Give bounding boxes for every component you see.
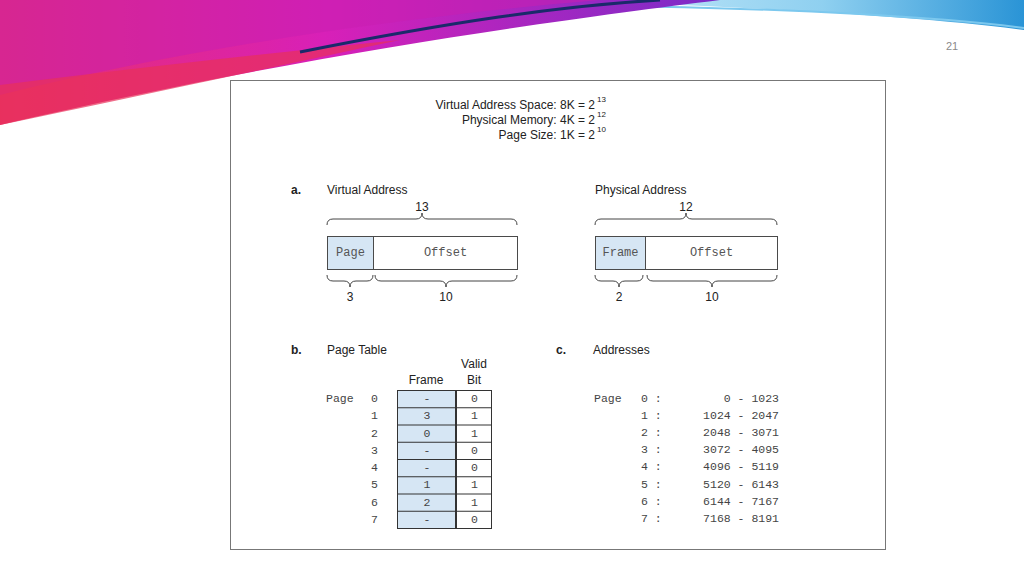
table-cell: - xyxy=(424,392,431,406)
figure-frame xyxy=(231,81,886,550)
page-number: 2 xyxy=(371,427,378,441)
table-cell: 0 xyxy=(471,461,478,475)
address-field: Offset xyxy=(373,236,518,270)
row-heading: Page xyxy=(594,392,622,406)
bit-count: 2 xyxy=(616,290,623,304)
exponent: 13 xyxy=(597,95,606,105)
field-name: Page xyxy=(336,246,365,260)
column-header: Valid Bit xyxy=(457,356,491,388)
field-heading: Virtual Address xyxy=(327,183,408,197)
bit-count: 13 xyxy=(415,200,428,214)
table-cell: 0 xyxy=(424,427,431,441)
page-number: 7 : xyxy=(641,512,662,526)
section-letter: c. xyxy=(556,343,566,357)
exponent: 10 xyxy=(597,125,606,135)
page-number: 4 : xyxy=(641,460,662,474)
table-cell: - xyxy=(424,444,431,458)
table-cell: 1 xyxy=(471,478,478,492)
table-cell: 1 xyxy=(424,478,431,492)
address-field: Page xyxy=(327,236,374,270)
page-number: 0 xyxy=(371,392,378,406)
exponent: 12 xyxy=(597,110,606,120)
table-cell: 1 xyxy=(471,496,478,510)
section-heading: Page Table xyxy=(327,343,387,357)
table-cell: 0 xyxy=(471,513,478,527)
spec-line: Virtual Address Space: 8K = 2 xyxy=(435,98,595,112)
bit-count: 3 xyxy=(347,290,354,304)
table-cell: - xyxy=(424,461,431,475)
section-letter: a. xyxy=(291,183,301,197)
table-cell: 1 xyxy=(471,427,478,441)
page-number: 3 xyxy=(371,444,378,458)
page-number: 5 : xyxy=(641,478,662,492)
address-range: 2048 - 3071 xyxy=(703,426,779,440)
table-cell: 0 xyxy=(471,444,478,458)
row-heading: Page xyxy=(326,392,354,406)
page-number: 6 : xyxy=(641,495,662,509)
table-cell: 3 xyxy=(424,409,431,423)
field-name: Frame xyxy=(602,246,638,260)
table-cell: 0 xyxy=(471,392,478,406)
address-field: Frame xyxy=(595,236,646,270)
address-range: 7168 - 8191 xyxy=(703,512,779,526)
address-field: Offset xyxy=(645,236,778,270)
table-cell: 2 xyxy=(424,496,431,510)
page-number: 2 : xyxy=(641,426,662,440)
page-number: 1 : xyxy=(641,409,662,423)
section-letter: b. xyxy=(291,343,302,357)
page-number: 5 xyxy=(371,478,378,492)
address-range: 0 - 1023 xyxy=(724,392,779,406)
table-cell: - xyxy=(424,513,431,527)
page-table-grid xyxy=(398,391,492,529)
address-range: 6144 - 7167 xyxy=(703,495,779,509)
slide-number: 21 xyxy=(946,40,958,53)
page-number: 1 xyxy=(371,409,378,423)
table-cell: 1 xyxy=(471,409,478,423)
bit-count: 12 xyxy=(679,200,692,214)
page-number: 7 xyxy=(371,513,378,527)
field-name: Offset xyxy=(424,246,467,260)
field-heading: Physical Address xyxy=(595,183,686,197)
spec-line: Physical Memory: 4K = 2 xyxy=(462,113,595,127)
address-range: 4096 - 5119 xyxy=(703,460,779,474)
spec-line: Page Size: 1K = 2 xyxy=(499,128,595,142)
bit-count: 10 xyxy=(705,290,718,304)
bit-count: 10 xyxy=(439,290,452,304)
page-number: 6 xyxy=(371,496,378,510)
bit-braces xyxy=(327,213,777,287)
field-name: Offset xyxy=(690,246,733,260)
page-number: 0 : xyxy=(641,392,662,406)
address-range: 1024 - 2047 xyxy=(703,409,779,423)
address-range: 5120 - 6143 xyxy=(703,478,779,492)
address-range: 3072 - 4095 xyxy=(703,443,779,457)
page-number: 3 : xyxy=(641,443,662,457)
section-heading: Addresses xyxy=(593,343,650,357)
page-number: 4 xyxy=(371,461,378,475)
column-header: Frame xyxy=(409,373,444,387)
